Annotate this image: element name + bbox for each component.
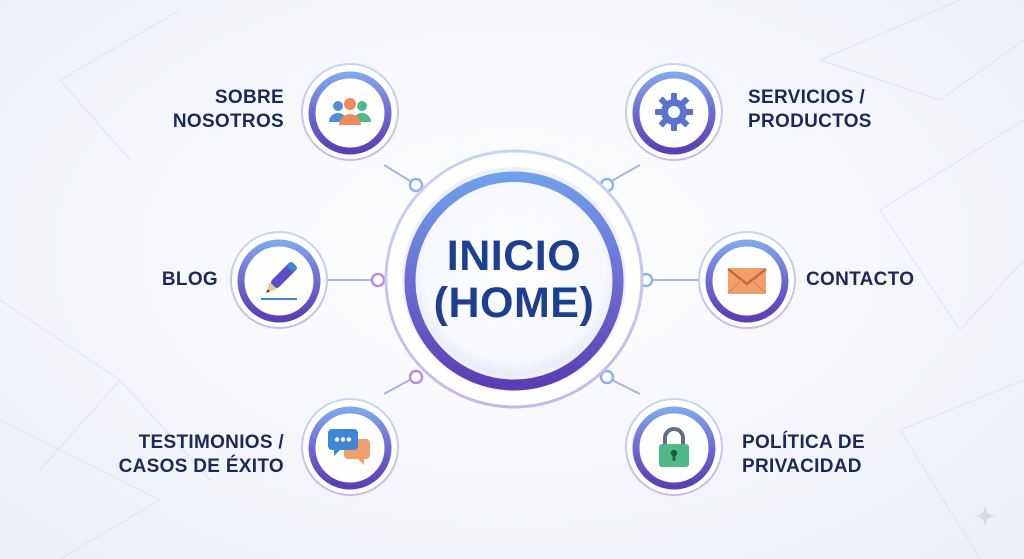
- label-services-products: SERVICIOS / PRODUCTOS: [748, 86, 918, 134]
- pen-icon: [261, 262, 297, 300]
- label-contact-line1: CONTACTO: [806, 269, 915, 290]
- node-services-products[interactable]: [624, 62, 724, 162]
- label-about-us: SOBRE NOSOTROS: [140, 86, 284, 134]
- label-about-us-line1: SOBRE: [214, 87, 284, 108]
- chat-bubbles-icon: [328, 429, 370, 465]
- label-services-products-line1: SERVICIOS /: [748, 87, 865, 108]
- node-testimonials[interactable]: [300, 397, 400, 497]
- label-blog: BLOG: [120, 268, 218, 292]
- home-hub-circle[interactable]: [382, 147, 646, 411]
- people-icon: [329, 98, 371, 125]
- label-privacy-policy-line1: POLÍTICA DE: [742, 432, 865, 453]
- node-ring: [301, 63, 399, 161]
- home-hub-title-line1: INICIO: [446, 232, 582, 280]
- node-privacy-policy[interactable]: [624, 397, 724, 497]
- home-hub-title[interactable]: INICIO (HOME): [382, 233, 646, 327]
- node-blog[interactable]: [229, 230, 329, 330]
- label-about-us-line2: NOSOTROS: [172, 111, 284, 132]
- node-about-us[interactable]: [300, 62, 400, 162]
- label-privacy-policy-line2: PRIVACIDAD: [742, 456, 862, 477]
- label-contact: CONTACTO: [806, 268, 946, 292]
- gear-icon: [655, 93, 693, 131]
- padlock-icon: [659, 427, 689, 467]
- label-testimonials: TESTIMONIOS / CASOS DE ÉXITO: [90, 431, 284, 479]
- label-blog-line1: BLOG: [161, 269, 218, 290]
- sparkle-icon: [974, 505, 996, 527]
- home-hub-title-line2: (HOME): [433, 279, 595, 327]
- node-contact[interactable]: [697, 230, 797, 330]
- label-testimonials-line2: CASOS DE ÉXITO: [118, 456, 284, 477]
- envelope-icon: [727, 268, 767, 294]
- label-privacy-policy: POLÍTICA DE PRIVACIDAD: [742, 431, 902, 479]
- label-services-products-line2: PRODUCTOS: [748, 111, 872, 132]
- label-testimonials-line1: TESTIMONIOS /: [138, 432, 284, 453]
